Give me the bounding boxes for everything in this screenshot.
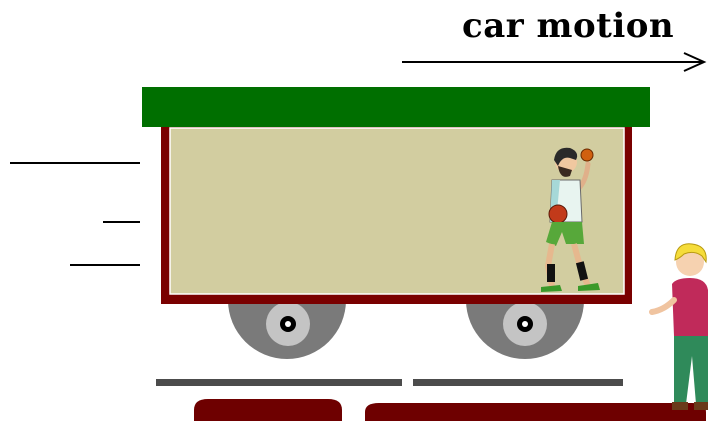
rails: [156, 379, 623, 386]
speed-lines: [10, 163, 140, 265]
held-ball-icon: [549, 205, 567, 223]
thrown-ball-icon: [581, 149, 593, 161]
wheel-right: [466, 300, 584, 359]
car-roof: [142, 87, 650, 127]
rail-right: [413, 379, 623, 386]
wheel-left: [228, 300, 346, 359]
platform-right: [365, 403, 706, 421]
motion-arrow-icon: [402, 53, 704, 71]
boy-standing-icon: [652, 244, 708, 410]
platform-left: [194, 399, 342, 421]
rail-left: [156, 379, 402, 386]
platforms: [194, 399, 706, 421]
